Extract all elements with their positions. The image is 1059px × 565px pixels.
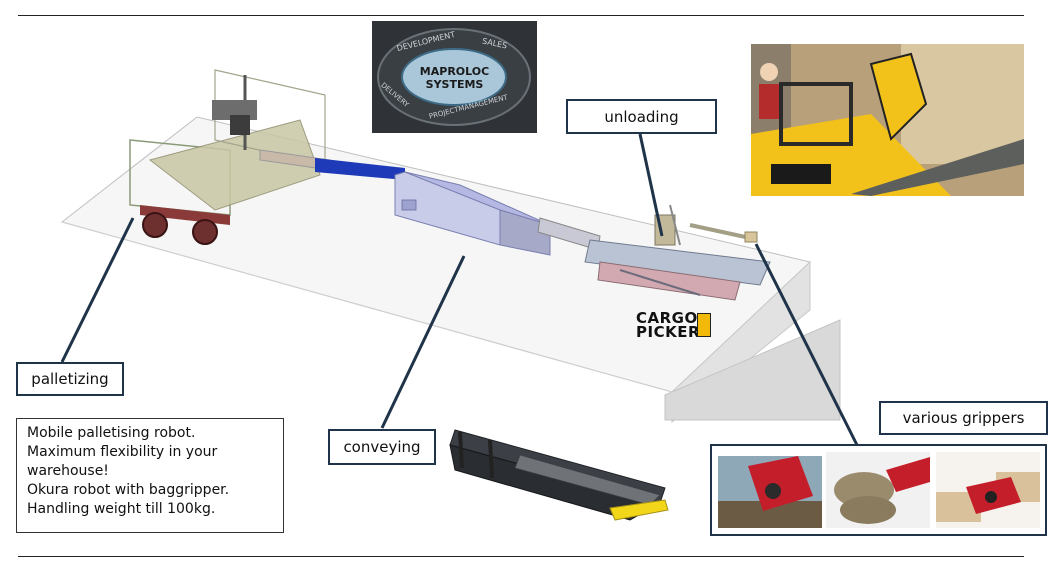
cargo-picker-machine <box>584 204 771 301</box>
label-palletizing: palletizing <box>16 362 124 396</box>
cargo-picker-brand: CARGO PICKER <box>636 309 701 341</box>
unloading-photo <box>751 44 1024 196</box>
logo-center-line2: SYSTEMS <box>425 78 484 91</box>
blue-conveyor-segment <box>315 158 405 180</box>
logo-center-line1: MAPROLOC <box>419 65 490 78</box>
bottom-rule <box>18 556 1024 557</box>
main-conveyor <box>394 171 551 256</box>
palletizing-robot <box>129 69 331 245</box>
label-unloading: unloading <box>566 99 717 134</box>
gripper-photo-1 <box>718 456 822 528</box>
description-line-2: Maximum flexibility in your <box>27 444 218 460</box>
top-rule <box>18 15 1024 16</box>
description-line-3: warehouse! <box>27 463 109 479</box>
gripper-photo-2 <box>826 452 930 528</box>
leader-lines <box>60 133 860 448</box>
palletizing-description: Mobile palletising robot. Maximum flexib… <box>16 418 284 533</box>
description-line-4: Okura robot with baggripper. <box>27 482 230 498</box>
description-line-1: Mobile palletising robot. <box>27 425 196 441</box>
maproloc-logo: DEVELOPMENT SALES DELIVERY PROJECTMANAGE… <box>372 21 537 133</box>
gripper-photo-3 <box>936 452 1040 528</box>
label-various-grippers: various grippers <box>879 401 1048 435</box>
cargo-picker-badge-icon <box>697 313 711 337</box>
cargo-picker-line2: PICKER <box>636 323 701 341</box>
cargo-picker-line1: CARGO <box>636 309 698 327</box>
floor-platform-side <box>664 319 841 421</box>
grippers-photo-frame <box>710 444 1047 536</box>
description-line-5: Handling weight till 100kg. <box>27 501 216 517</box>
label-conveying: conveying <box>328 429 436 465</box>
telescopic-conveyor <box>449 429 669 521</box>
